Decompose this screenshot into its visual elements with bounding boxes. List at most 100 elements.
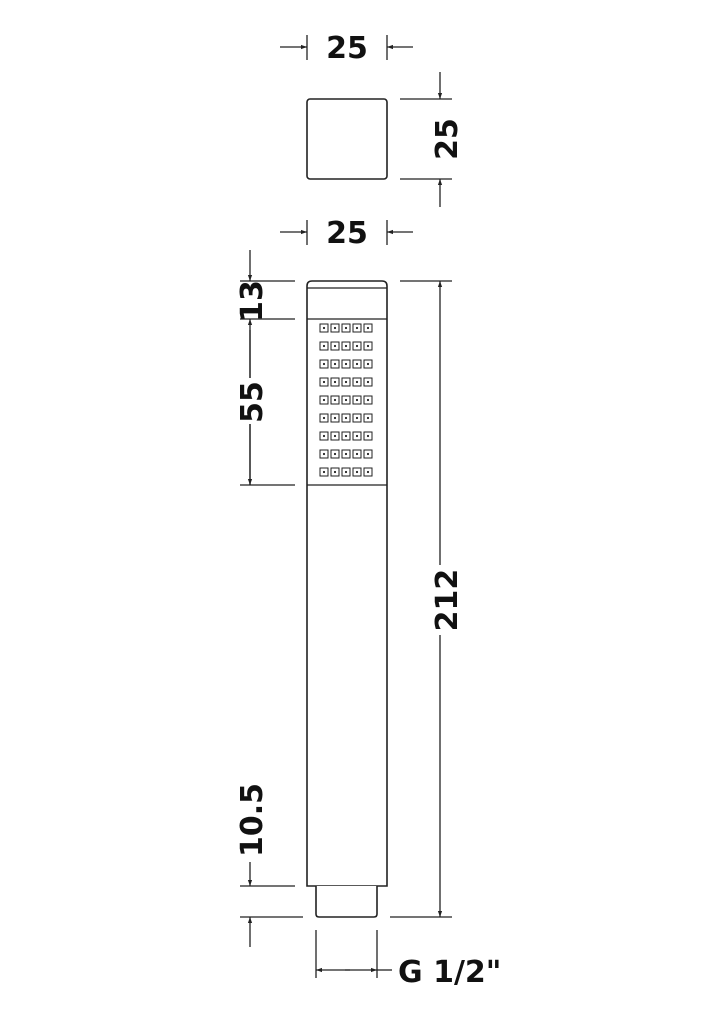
nozzle [319, 323, 329, 333]
nozzle [319, 359, 329, 369]
nozzle-hole [366, 326, 370, 330]
nozzle [341, 395, 351, 405]
nozzle-hole [355, 326, 359, 330]
nozzle-hole [322, 398, 326, 402]
dim-thread-size: G 1/2" [398, 955, 501, 990]
nozzle [363, 467, 373, 477]
nozzle-hole [322, 452, 326, 456]
nozzle [319, 431, 329, 441]
nozzle [319, 341, 329, 351]
nozzle [352, 395, 362, 405]
nozzle-hole [355, 380, 359, 384]
nozzle [341, 413, 351, 423]
nozzle-hole [355, 344, 359, 348]
nozzle-hole [322, 416, 326, 420]
nozzle-grid [319, 323, 373, 477]
handle-body [306, 280, 388, 887]
nozzle-hole [344, 416, 348, 420]
nozzle-hole [355, 470, 359, 474]
nozzle-hole [344, 380, 348, 384]
nozzle-hole [333, 380, 337, 384]
dim-spray-face: 55 [235, 381, 270, 423]
dim-top-depth: 25 [430, 118, 465, 160]
nozzle-hole [366, 434, 370, 438]
dim-overall-length: 212 [430, 569, 465, 632]
nozzle-hole [344, 326, 348, 330]
nozzle [319, 413, 329, 423]
nozzle-hole [333, 398, 337, 402]
nozzle [341, 323, 351, 333]
nozzle-hole [333, 326, 337, 330]
nozzle-hole [333, 416, 337, 420]
nozzle [341, 341, 351, 351]
nozzle [352, 449, 362, 459]
nozzle-hole [322, 434, 326, 438]
nozzle [330, 449, 340, 459]
nozzle [363, 413, 373, 423]
nozzle [352, 359, 362, 369]
nozzle-hole [366, 452, 370, 456]
dim-head-cap: 13 [235, 280, 270, 322]
nozzle-hole [322, 362, 326, 366]
nozzle [363, 449, 373, 459]
nozzle-hole [322, 470, 326, 474]
nozzle [319, 377, 329, 387]
nozzle [341, 467, 351, 477]
nozzle-hole [333, 470, 337, 474]
nozzle-hole [355, 434, 359, 438]
nozzle-hole [366, 362, 370, 366]
nozzle-hole [333, 344, 337, 348]
nozzle [341, 431, 351, 441]
nozzle [363, 323, 373, 333]
nozzle-hole [355, 452, 359, 456]
nozzle-hole [355, 362, 359, 366]
nozzle-hole [322, 380, 326, 384]
nozzle [319, 467, 329, 477]
nozzle [330, 467, 340, 477]
nozzle [352, 413, 362, 423]
nozzle [352, 377, 362, 387]
nozzle-hole [366, 344, 370, 348]
nozzle [330, 431, 340, 441]
dim-thread-length: 10.5 [235, 783, 270, 857]
nozzle-hole [366, 470, 370, 474]
top-square-outline [306, 98, 388, 180]
nozzle-hole [333, 362, 337, 366]
nozzle [330, 323, 340, 333]
nozzle-hole [322, 326, 326, 330]
nozzle [330, 413, 340, 423]
nozzle-hole [366, 380, 370, 384]
nozzle [341, 359, 351, 369]
nozzle-hole [344, 452, 348, 456]
nozzle-hole [344, 344, 348, 348]
side-view: 25 13 55 10.5 212 G 1 [232, 216, 501, 990]
nozzle-hole [344, 398, 348, 402]
nozzle-hole [355, 398, 359, 402]
nozzle-hole [322, 344, 326, 348]
nozzle [352, 323, 362, 333]
nozzle [330, 395, 340, 405]
nozzle [363, 395, 373, 405]
nozzle-hole [366, 416, 370, 420]
nozzle-hole [355, 416, 359, 420]
nozzle-hole [366, 398, 370, 402]
thread-connector [315, 886, 378, 918]
nozzle [352, 431, 362, 441]
nozzle [363, 359, 373, 369]
nozzle [363, 431, 373, 441]
dim-top-width: 25 [326, 31, 368, 66]
nozzle [363, 377, 373, 387]
nozzle-hole [344, 470, 348, 474]
dim-body-width: 25 [326, 216, 368, 251]
nozzle [352, 341, 362, 351]
nozzle-hole [344, 434, 348, 438]
nozzle [341, 377, 351, 387]
nozzle [319, 395, 329, 405]
nozzle [341, 449, 351, 459]
nozzle [319, 449, 329, 459]
nozzle [363, 341, 373, 351]
nozzle [330, 377, 340, 387]
nozzle-hole [344, 362, 348, 366]
top-view: 25 25 [280, 31, 465, 207]
